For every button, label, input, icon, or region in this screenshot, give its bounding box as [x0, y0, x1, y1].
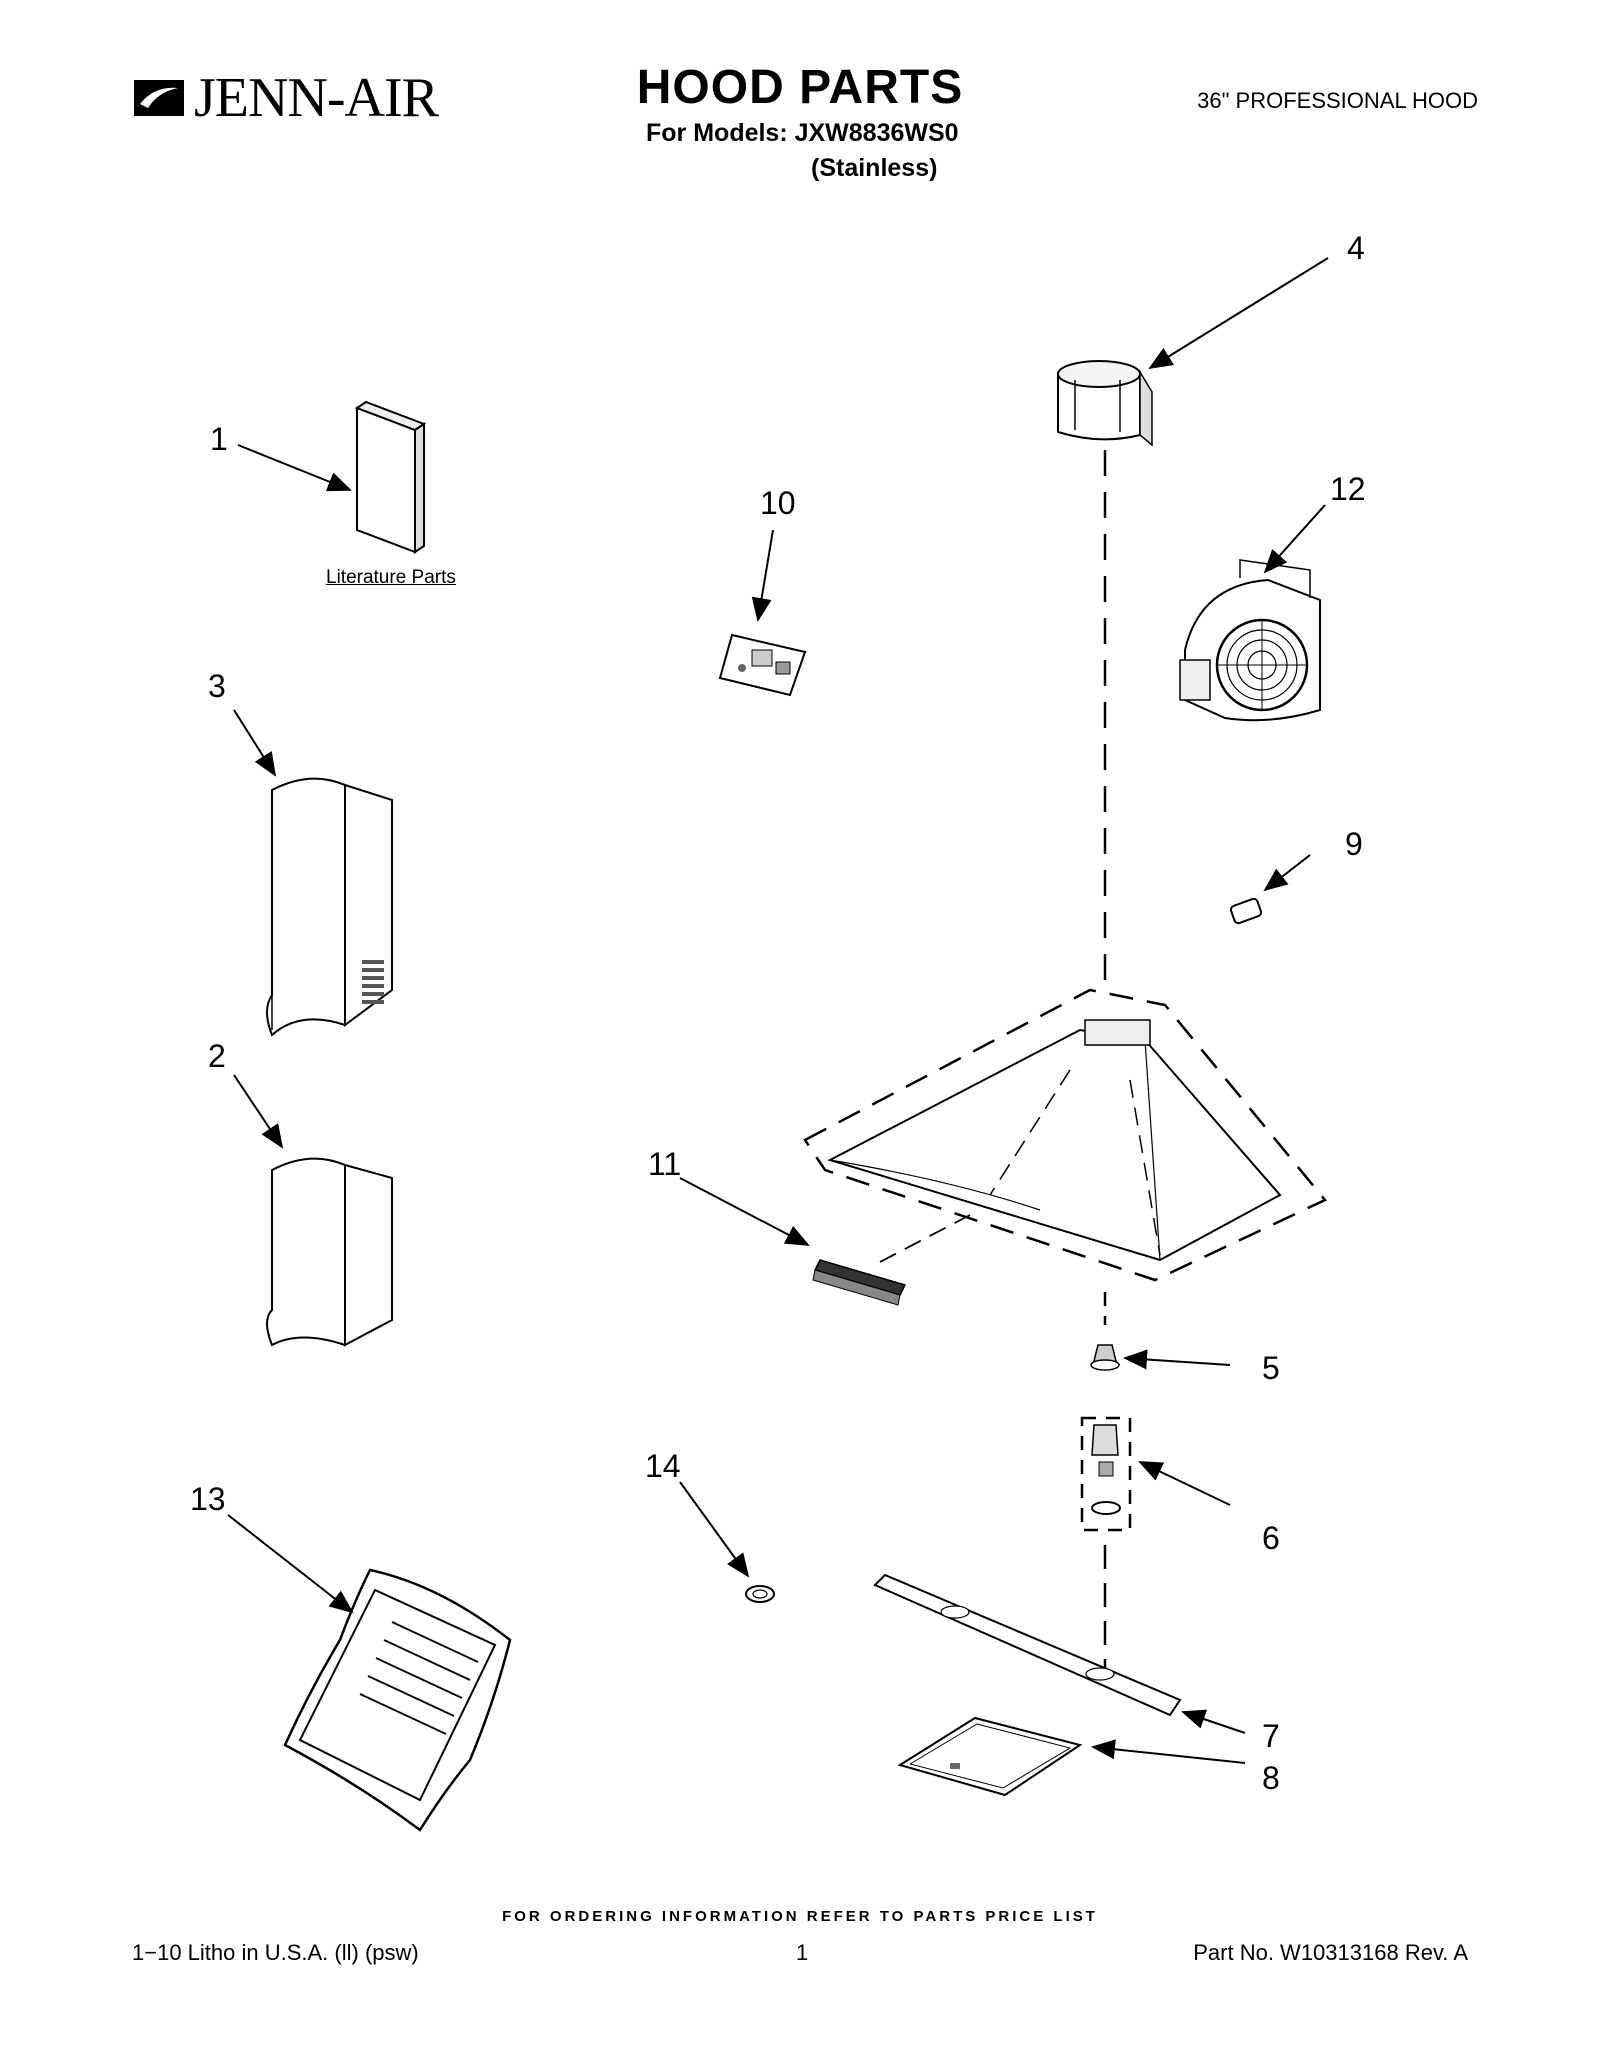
leader-4: [1148, 257, 1329, 370]
leader-11: [679, 1177, 810, 1246]
callout-2: 2: [208, 1038, 226, 1074]
leader-7: [1181, 1709, 1246, 1734]
page-title-block: HOOD PARTS: [0, 64, 1600, 112]
literature-book-part: [354, 400, 427, 554]
callout-1: 1: [210, 421, 228, 457]
leader-13: [227, 1514, 354, 1614]
callout-5: 5: [1262, 1350, 1280, 1386]
models-finish: (Stainless): [811, 154, 938, 182]
callout-11: 11: [648, 1146, 682, 1182]
leader-5: [1123, 1349, 1231, 1370]
control-switch-part: [812, 1259, 907, 1306]
blower-housing-part: [1057, 360, 1153, 447]
lower-duct-cover-part: [266, 1157, 393, 1347]
callout-8: 8: [1262, 1760, 1280, 1796]
ordering-note: FOR ORDERING INFORMATION REFER TO PARTS …: [502, 1908, 1098, 1925]
callout-14: 14: [645, 1448, 681, 1484]
bottom-panel-part: [873, 1573, 1182, 1717]
part-number: Part No. W10313168 Rev. A: [1193, 1940, 1468, 1965]
leader-8: [1091, 1739, 1246, 1764]
blower-motor-part: [1179, 559, 1321, 722]
callout-7: 7: [1262, 1718, 1280, 1754]
product-name: 36" PROFESSIONAL HOOD: [1197, 88, 1478, 113]
installation-instructions-part: [283, 1568, 512, 1832]
hood-canopy-part: [803, 988, 1327, 1282]
page-number: 1: [796, 1940, 809, 1965]
assembly-line-11: [879, 1214, 971, 1263]
grease-filter-part: [897, 1716, 1083, 1797]
upper-duct-cover-part: [266, 777, 393, 1037]
control-board-part: [718, 633, 807, 697]
callout-9: 9: [1345, 826, 1363, 862]
leader-12: [1263, 504, 1326, 574]
brand-name: JENN-AIR: [194, 67, 439, 129]
leader-6: [1138, 1461, 1231, 1506]
leader-2: [233, 1074, 284, 1149]
callout-6: 6: [1262, 1520, 1280, 1556]
grommet-part: [745, 1585, 775, 1603]
jenn-air-swoosh-icon: [134, 80, 184, 116]
leader-10: [751, 529, 774, 622]
callout-4: 4: [1347, 230, 1365, 266]
page-title: HOOD PARTS: [636, 61, 964, 114]
light-bulb-part: [1090, 1344, 1120, 1371]
light-socket-part: [1080, 1416, 1132, 1532]
callout-10: 10: [760, 485, 796, 521]
capacitor-part: [1229, 897, 1263, 925]
models-line: For Models: JXW8836WS0: [646, 119, 959, 147]
leader-1: [237, 444, 352, 492]
brand-logo: JENN-AIR: [132, 66, 439, 130]
literature-parts-label: Literature Parts: [326, 567, 456, 588]
leader-3: [233, 709, 277, 777]
callout-12: 12: [1330, 471, 1366, 507]
litho-note: 1−10 Litho in U.S.A. (ll) (psw): [132, 1940, 419, 1965]
callout-3: 3: [208, 668, 226, 704]
leader-14: [679, 1481, 750, 1578]
leader-9: [1263, 854, 1311, 892]
callout-13: 13: [190, 1481, 226, 1517]
